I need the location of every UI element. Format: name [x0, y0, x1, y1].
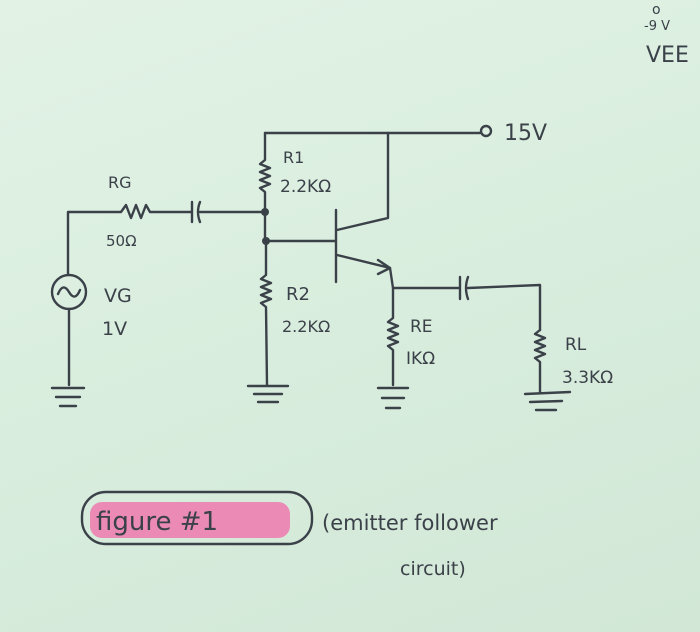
caption-line2: circuit) — [400, 558, 466, 580]
supply-terminal-icon — [479, 124, 493, 138]
r2-resistor-icon — [259, 239, 273, 387]
corner-voltage: -9 V — [644, 19, 670, 34]
caption-circle — [80, 490, 314, 546]
source-name: VG — [104, 285, 132, 307]
r1-name: R1 — [283, 148, 304, 167]
ground-icon — [50, 307, 86, 408]
r1-value: 2.2KΩ — [280, 177, 331, 197]
caption-line1: (emitter follower — [322, 511, 498, 535]
rg-name: RG — [108, 173, 132, 192]
r2-value: 2.2KΩ — [282, 317, 330, 336]
ground-icon — [246, 384, 290, 404]
rg-value: 50Ω — [106, 232, 137, 250]
corner-vee-label: VEE — [646, 43, 689, 68]
figure-label: figure #1 — [96, 507, 218, 537]
corner-terminal: o — [652, 2, 661, 18]
r2-name: R2 — [286, 284, 310, 305]
ground-icon — [523, 390, 572, 412]
npn-transistor-icon — [264, 131, 392, 284]
rl-name: RL — [565, 335, 587, 355]
rl-resistor-icon — [533, 328, 547, 394]
r1-resistor-icon — [258, 131, 272, 242]
supply-label: 15V — [504, 121, 547, 146]
sine-icon — [56, 286, 82, 298]
source-value: 1V — [102, 318, 127, 340]
ground-icon — [376, 386, 410, 410]
highlight-mark — [90, 502, 290, 538]
re-resistor-icon — [386, 286, 400, 387]
re-value: IKΩ — [406, 349, 435, 369]
input-capacitor-and-rg-icon — [66, 200, 267, 276]
rl-value: 3.3KΩ — [562, 368, 613, 388]
re-name: RE — [410, 317, 433, 337]
